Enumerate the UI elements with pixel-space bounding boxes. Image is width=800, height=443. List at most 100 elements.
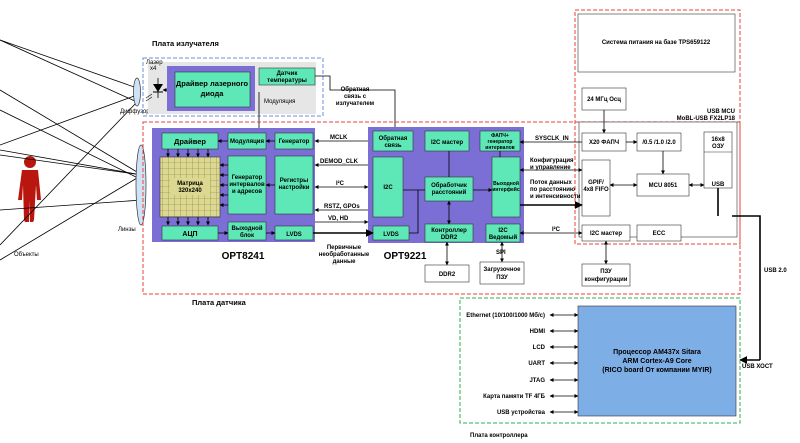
processor-line1: Процессор AM437x Sitara bbox=[613, 349, 701, 356]
matrix-line1: Матрица bbox=[177, 181, 203, 187]
temp-sensor-line2: температуры bbox=[267, 78, 307, 84]
i2c-usb-label: I²C bbox=[552, 226, 561, 233]
emitter-feedback-line1: Обратная bbox=[341, 86, 370, 93]
raw-data-line3: данные bbox=[333, 259, 357, 265]
power-system-label: Система питания на базе TPS659122 bbox=[602, 39, 711, 46]
ram-block bbox=[703, 131, 733, 189]
laser-diode-icon bbox=[145, 78, 163, 102]
registers-line1: Регистры bbox=[280, 178, 308, 184]
emitter-modulation-label: Модуляция bbox=[264, 99, 295, 105]
feedback-line1: Обратная bbox=[379, 135, 408, 142]
timing-gen-line3: и адресов bbox=[232, 189, 262, 195]
demod-clk-label: DEMOD_CLK bbox=[320, 159, 359, 165]
mcu8051-label: MCU 8051 bbox=[649, 183, 678, 189]
i2c-master-block bbox=[424, 130, 470, 152]
output-interface-block bbox=[491, 156, 521, 218]
raw-data-line1: Первичные bbox=[327, 245, 362, 251]
i2c-slave-line1: I2C bbox=[498, 228, 508, 234]
usb-core-label: USB bbox=[712, 182, 725, 188]
controller-board-frame bbox=[459, 297, 741, 424]
feedback-block bbox=[372, 130, 414, 152]
usb-mcu-frame bbox=[574, 9, 741, 245]
pll-timing-line1: ФАПЧ+ bbox=[491, 133, 509, 139]
raw-data-line2: необработанные bbox=[319, 251, 370, 258]
osc-label: 24 МГц Осц bbox=[587, 97, 621, 103]
i2c-bus-label: I²C bbox=[336, 180, 345, 187]
spi-label: SPI bbox=[496, 250, 506, 256]
port-label: HDMI bbox=[530, 329, 546, 335]
usb-mcu-line1: USB MCU bbox=[707, 109, 735, 115]
i2c-master-label: I2C мастер bbox=[431, 140, 463, 146]
processor-line3: (RICO board От компании MYIR) bbox=[602, 367, 712, 374]
pll-label: X20 ФАПЧ bbox=[589, 140, 619, 146]
usb2-label: USB 2.0 bbox=[764, 268, 787, 274]
output-block-line1: Выходной bbox=[231, 225, 262, 232]
ddr2-memory-label: DDR2 bbox=[439, 272, 456, 278]
generator-label: Генератор bbox=[279, 139, 310, 145]
divider-label: /0.5 /1.0 /2.0 bbox=[642, 140, 676, 146]
config-rom-line2: конфигурации bbox=[585, 276, 628, 283]
adc-label: АЦП bbox=[182, 231, 197, 238]
processor-block bbox=[577, 305, 737, 417]
timing-gen-line1: Генератор bbox=[232, 175, 263, 181]
gpif-line2: 4x8 FIFO bbox=[583, 187, 609, 193]
range-proc-line2: расстояний bbox=[432, 189, 467, 196]
range-proc-line1: Обработчик bbox=[431, 182, 467, 189]
laser-driver-line2: диода bbox=[201, 89, 225, 98]
port-label: Карта памяти TF 4ГБ bbox=[483, 394, 546, 400]
stream-line1: Поток данных bbox=[530, 180, 573, 186]
light-rays bbox=[0, 39, 143, 261]
rstz-label: RSTZ, GPOs bbox=[324, 204, 360, 210]
config-line1: Конфигурация bbox=[530, 157, 574, 164]
gpif-line1: GPIF/ bbox=[588, 180, 604, 186]
mclk-label: MCLK bbox=[330, 135, 348, 141]
port-label: Ethernet (10/100/1000 Мб/с) bbox=[466, 312, 545, 319]
person-figure-icon bbox=[18, 156, 41, 222]
registers-line2: настройки bbox=[279, 184, 310, 191]
vd-hd-label: VD, HD bbox=[328, 216, 349, 222]
out-iface-line2: интерфейс bbox=[492, 186, 520, 193]
diffuser-label: Диффузор bbox=[120, 109, 150, 115]
lenses-label: Линзы bbox=[118, 227, 136, 233]
i2c-slave-line2: Ведомый bbox=[489, 234, 518, 241]
sensor-board-frame bbox=[142, 121, 741, 295]
matrix-driver-arrows bbox=[166, 149, 228, 226]
ecc-block bbox=[636, 224, 682, 242]
ddr2-ctrl-line1: Контроллер bbox=[431, 228, 467, 234]
temp-sensor-line1: Датчик bbox=[277, 71, 298, 77]
ram-line2: ОЗУ bbox=[712, 144, 724, 150]
range-processor-block bbox=[424, 176, 474, 202]
boot-rom-line1: Загрузочное bbox=[484, 267, 522, 273]
pll-timing-line2: генератор bbox=[488, 139, 513, 145]
gpif-block bbox=[581, 159, 611, 217]
usb-i2c-master-label: I2C мастер bbox=[590, 231, 622, 237]
ram-line1: 16x8 bbox=[711, 137, 725, 143]
emitter-feedback-line3: излучателем bbox=[336, 101, 375, 107]
timing-generator-block bbox=[227, 155, 267, 215]
pll-timing-line3: интервалов bbox=[485, 145, 514, 151]
usb-host-label: USB ХОСТ bbox=[742, 364, 773, 370]
sensor-board-title: Плата датчика bbox=[192, 298, 247, 307]
emitter-feedback-line2: связь с bbox=[344, 94, 367, 100]
output-block-line2: блок bbox=[240, 232, 254, 239]
usb-mcu-line2: MoBL-USB FX2LP18 bbox=[677, 116, 736, 122]
driver-label: Драйвер bbox=[174, 137, 206, 146]
laser-driver-block bbox=[174, 71, 251, 108]
opt9221-internal-wires bbox=[403, 151, 501, 234]
power-system-block bbox=[577, 13, 736, 73]
port-label: LCD bbox=[533, 345, 546, 351]
port-label: UART bbox=[528, 361, 545, 367]
port-label: JTAG bbox=[529, 378, 545, 384]
emitter-board-frame bbox=[142, 57, 324, 117]
config-line2: и управление bbox=[530, 165, 571, 171]
timing-gen-line2: интервалов bbox=[229, 182, 265, 188]
laser-driver-line1: Драйвер лазерного bbox=[176, 79, 249, 88]
boot-rom-line2: ПЗУ bbox=[496, 275, 508, 281]
sysclk-label: SYSCLK_IN bbox=[535, 136, 569, 142]
emitter-board-title: Плата излучателя bbox=[152, 39, 219, 48]
stream-line3: и интенсивности bbox=[530, 194, 581, 200]
laser-label-line1: Лазер bbox=[146, 60, 163, 66]
receive-lens-icon bbox=[135, 144, 147, 226]
config-rom-line1: ПЗУ bbox=[600, 269, 612, 275]
